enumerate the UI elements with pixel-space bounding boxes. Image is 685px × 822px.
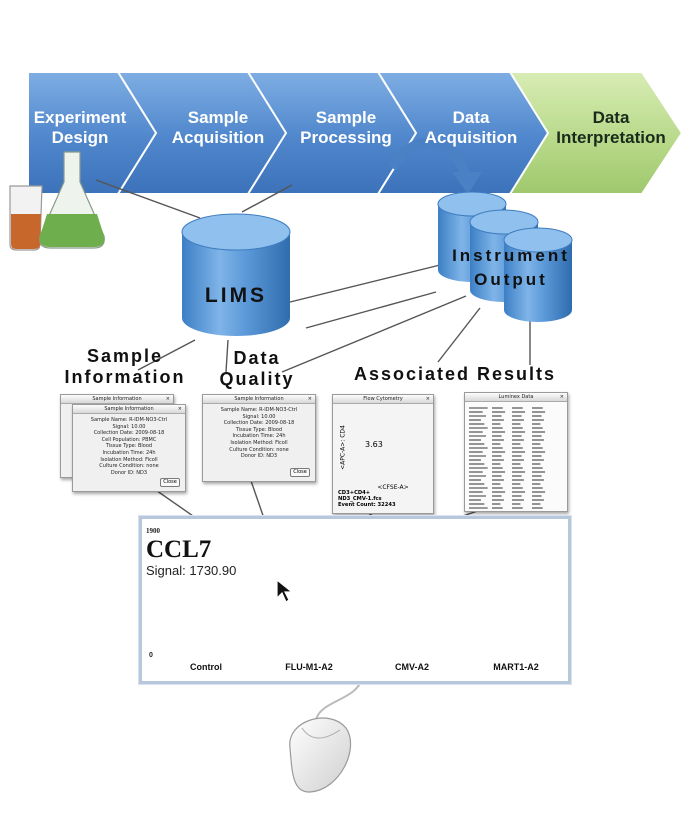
sample-info-field: Isolation Method: Ficoll (100, 456, 158, 463)
data-quality-field: Isolation Method: Ficoll (230, 439, 288, 446)
sample-info-window: Sample Information× Sample Name: R-IDM-N… (72, 404, 186, 492)
data-quality-field: Signal: 10.00 (242, 413, 276, 420)
sample-info-field: Tissue Type: Blood (105, 443, 153, 450)
flow-gate-value: 3.63 (365, 440, 383, 449)
close-icon[interactable]: × (177, 406, 182, 412)
data-quality-field: Collection Date: 2009-08-18 (223, 420, 295, 427)
lab-beakers-illustration (9, 151, 105, 251)
window-titlebar: Sample Information× (203, 395, 315, 404)
stage-chevron-data-interpretation (508, 71, 684, 195)
associated-results-heading: Associated Results (353, 364, 557, 384)
data-quality-field: Sample Name: R-IDM-NO3-Ctrl (220, 407, 298, 413)
sample-info-field: Incubation Time: 24h (102, 449, 156, 456)
luminex-data-window: Luminex Data× (464, 392, 568, 512)
sample-info-field: Cell Population: PBMC (101, 436, 157, 443)
data-quality-field: Culture Condition: none (229, 446, 289, 453)
window-titlebar: Luminex Data× (465, 393, 567, 402)
sample-info-field: Signal: 10.00 (112, 423, 146, 430)
acquisition-arrow (387, 137, 471, 178)
data-quality-field: Incubation Time: 24h (232, 433, 286, 440)
mouse-illustration (289, 675, 363, 793)
close-button[interactable]: Close (160, 478, 180, 487)
mouse-cursor-icon (276, 578, 294, 603)
category-label-flu-m1-a2: FLU-M1-A2 (285, 662, 333, 672)
flow-x-axis-label: <CFSE-A> (377, 484, 409, 491)
sample-info-field: Collection Date: 2009-08-18 (93, 430, 165, 437)
instrument-output-databases (437, 191, 573, 322)
chart-title: CCL7 (146, 536, 212, 563)
data-quality-field: Tissue Type: Blood (235, 426, 283, 433)
data-quality-window: Sample Information× Sample Name: R-IDM-N… (202, 394, 316, 482)
y-axis-min-label: 0 (149, 652, 153, 659)
sample-info-field: Culture Condition: none (99, 463, 159, 470)
luminex-table-texture (469, 407, 546, 509)
close-icon[interactable]: × (307, 396, 312, 402)
lims-label: LIMS (204, 284, 268, 307)
signal-readout: Signal: 1730.90 (146, 563, 237, 578)
close-icon[interactable]: × (559, 394, 564, 400)
window-titlebar: Flow Cytometry× (333, 395, 433, 404)
close-icon[interactable]: × (425, 396, 430, 402)
y-axis-max-label: 1900 (146, 527, 160, 535)
acquisition-arrowhead (452, 172, 482, 194)
flow-y-axis-label: <APC-A>: CD4 (339, 425, 347, 470)
lims-database (181, 213, 291, 336)
bar-chart-panel (139, 516, 571, 684)
window-titlebar: Sample Information× (61, 395, 173, 404)
flow-cytometry-window: Flow Cytometry× (332, 394, 434, 514)
data-quality-field: Donor ID: ND3 (240, 453, 278, 460)
category-label-control: Control (190, 662, 222, 672)
close-button[interactable]: Close (290, 468, 310, 477)
sample-info-field: Sample Name: R-IDM-NO3-Ctrl (90, 417, 168, 423)
category-label-cmv-a2: CMV-A2 (394, 662, 429, 672)
sample-info-field: Donor ID: ND3 (110, 469, 148, 476)
category-label-mart1-a2: MART1-A2 (493, 662, 539, 672)
window-titlebar: Sample Information× (73, 405, 185, 414)
